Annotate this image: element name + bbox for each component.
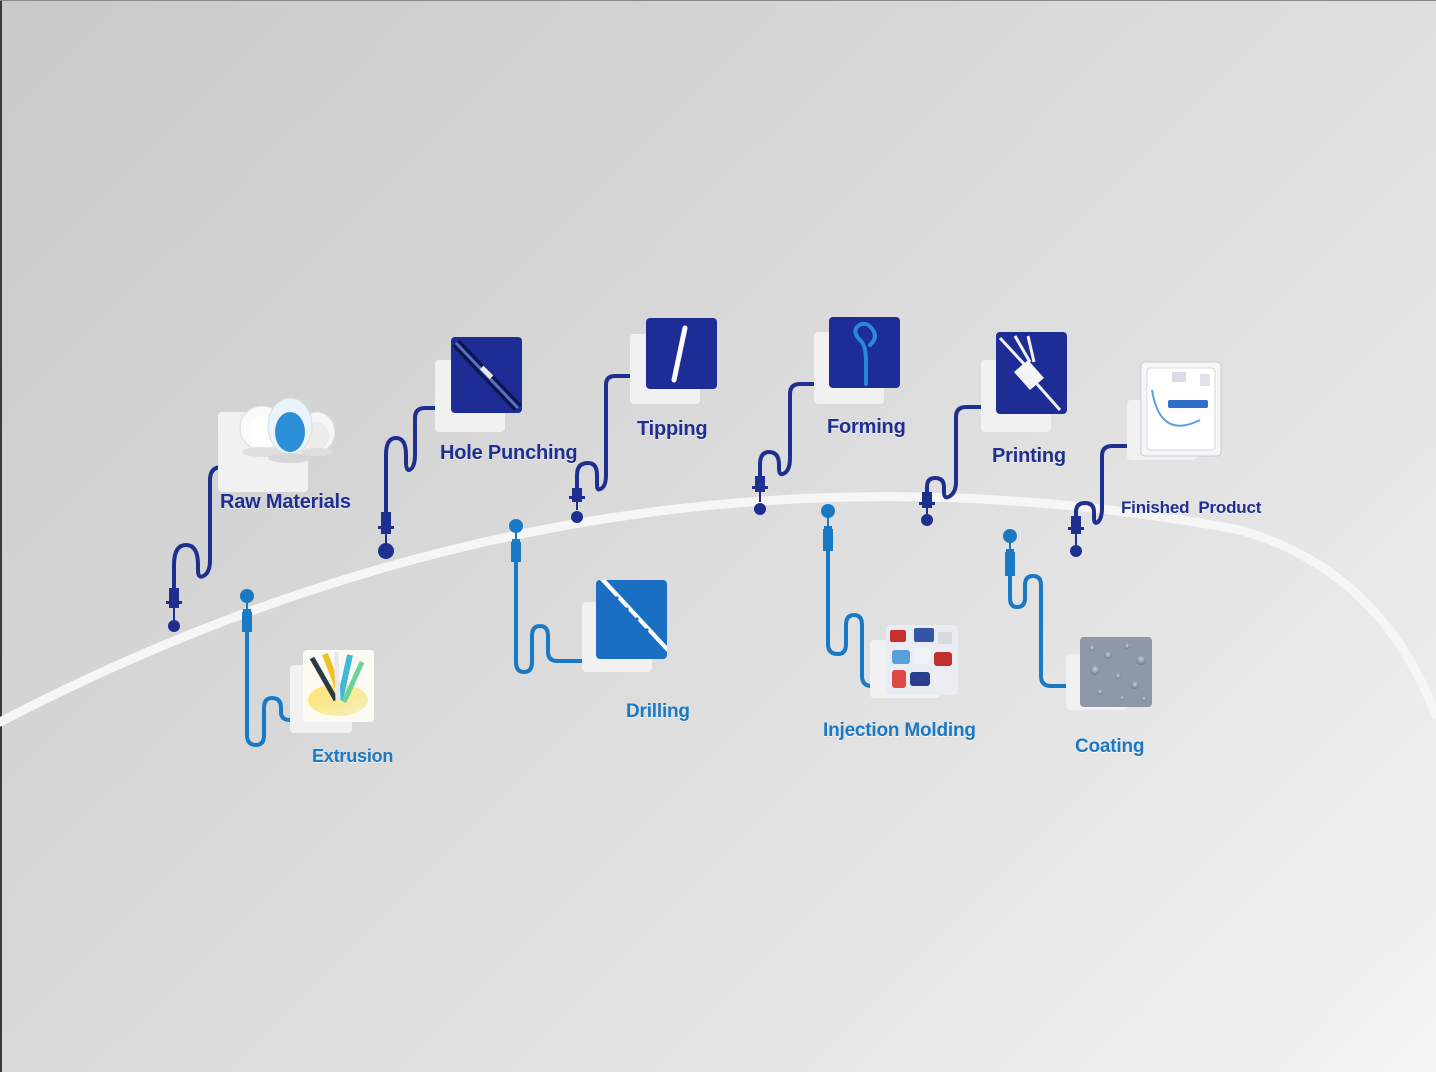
syringe-extrusion — [240, 589, 254, 632]
label-forming: Forming — [827, 416, 906, 438]
catheter-holes-icon — [435, 337, 522, 432]
connector-hole-punching — [384, 406, 442, 527]
pigtail-catheter-icon — [814, 317, 900, 404]
connector-printing — [925, 405, 986, 505]
label-printing: Printing — [992, 445, 1066, 467]
label-coating: Coating — [1075, 736, 1145, 757]
colored-tubes-icon — [290, 650, 374, 733]
main-arc — [0, 492, 1436, 727]
frame-top-edge — [0, 0, 1436, 1]
syringe-hole-punching — [378, 512, 394, 559]
label-injection-molding: Injection Molding — [823, 720, 976, 741]
molded-parts-icon — [870, 625, 958, 698]
connector-forming — [758, 382, 820, 489]
drilled-tube-icon — [582, 580, 667, 672]
connector-drilling — [514, 558, 588, 675]
frame-left-edge — [0, 0, 2, 1072]
pellet-jars-icon — [218, 397, 336, 492]
syringe-injection-molding — [821, 504, 835, 551]
connector-tipping — [575, 374, 634, 500]
label-drilling: Drilling — [626, 701, 690, 722]
multi-lumen-hub-icon — [981, 332, 1067, 432]
syringe-tipping — [569, 488, 585, 523]
label-hole-punching: Hole Punching — [440, 442, 578, 464]
syringe-printing — [919, 492, 935, 526]
connector-coating — [1008, 573, 1080, 688]
syringe-drilling — [509, 519, 523, 562]
water-droplets-icon — [1066, 637, 1152, 710]
connector-extrusion — [245, 628, 304, 748]
label-tipping: Tipping — [637, 418, 708, 440]
catheter-tip-icon — [630, 318, 717, 404]
connector-finished-product — [1074, 444, 1132, 525]
label-raw-materials: Raw Materials — [220, 491, 351, 513]
syringe-forming — [752, 476, 768, 515]
syringe-raw-materials — [166, 588, 182, 632]
syringe-coating — [1003, 529, 1017, 576]
packaged-kit-icon — [1127, 361, 1222, 460]
connector-raw-materials — [172, 465, 242, 600]
connector-injection-molding — [826, 548, 892, 688]
label-extrusion: Extrusion — [312, 746, 394, 766]
syringe-finished-product — [1068, 516, 1084, 557]
label-finished-product: Finished Product — [1121, 498, 1262, 517]
